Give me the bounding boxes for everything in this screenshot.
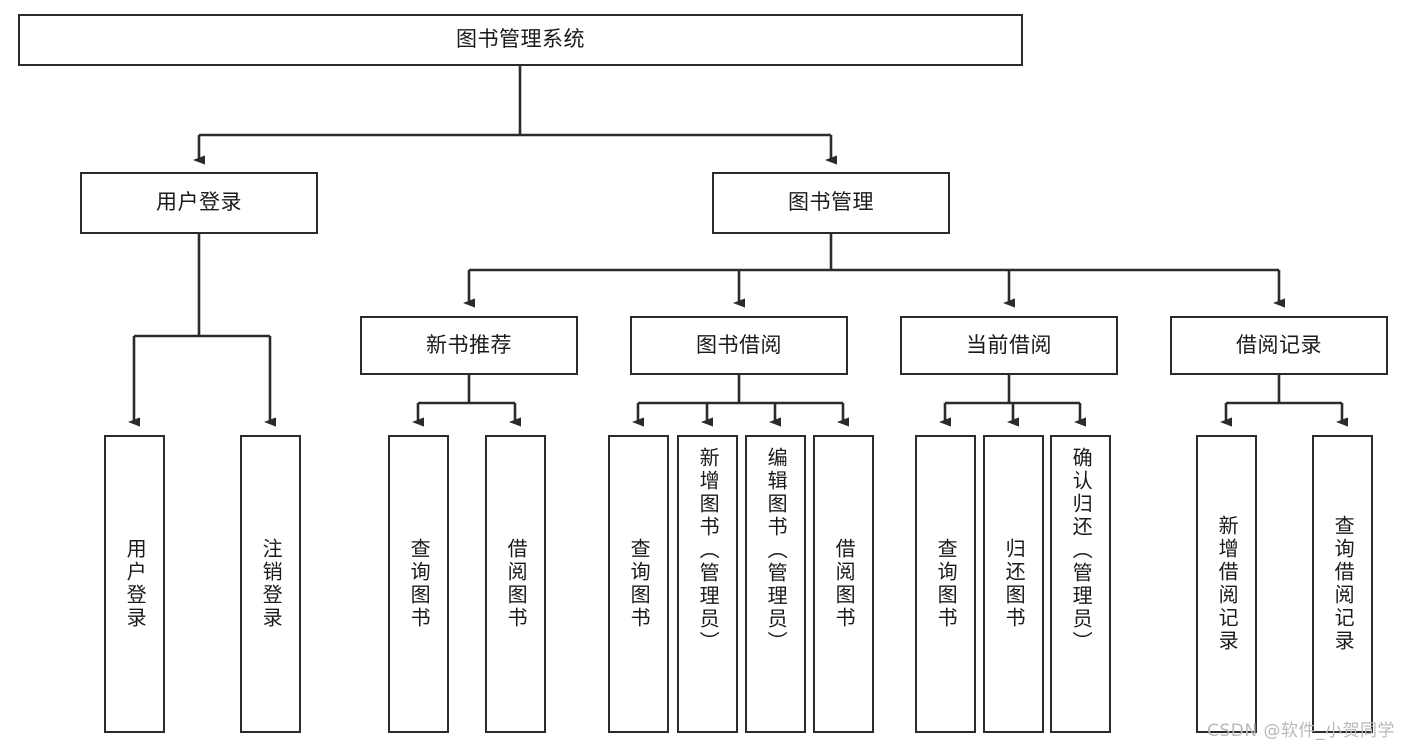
node-label: 借阅图书 (832, 538, 857, 630)
node-label: 用户登录 (156, 190, 242, 215)
node-label: 查询图书 (407, 538, 432, 630)
leaf-record-query-record[interactable]: 查询借阅记录 (1312, 435, 1373, 733)
node-label: 用户登录 (123, 538, 148, 630)
node-label: 查询图书 (934, 538, 959, 630)
node-label: 归还图书 (1002, 538, 1027, 630)
node-label: 新增借阅记录 (1215, 515, 1240, 653)
leaf-borrow-query-book[interactable]: 查询图书 (608, 435, 669, 733)
node-label: 查询借阅记录 (1331, 515, 1356, 653)
node-user-login[interactable]: 用户登录 (80, 172, 318, 234)
node-label: 图书管理系统 (456, 27, 585, 52)
leaf-user-login-signin[interactable]: 用户登录 (104, 435, 165, 733)
watermark-text: CSDN @软件_小贺同学 (1207, 721, 1395, 741)
leaf-current-confirm-return-admin[interactable]: 确认归还（管理员） (1050, 435, 1111, 733)
leaf-borrow-add-book-admin[interactable]: 新增图书（管理员） (677, 435, 738, 733)
node-label: 确认归还（管理员） (1069, 447, 1094, 654)
node-label: 图书借阅 (696, 332, 782, 357)
node-label: 借阅记录 (1236, 332, 1322, 357)
node-book-borrow[interactable]: 图书借阅 (630, 316, 848, 375)
node-label: 新增图书（管理员） (696, 447, 721, 654)
node-label: 新书推荐 (426, 332, 512, 357)
node-label: 查询图书 (627, 538, 652, 630)
node-label: 编辑图书（管理员） (764, 447, 789, 654)
leaf-current-return-book[interactable]: 归还图书 (983, 435, 1044, 733)
node-label: 注销登录 (259, 538, 284, 630)
node-label: 图书管理 (788, 190, 874, 215)
node-label: 借阅图书 (504, 538, 529, 630)
leaf-borrow-borrow-book[interactable]: 借阅图书 (813, 435, 874, 733)
leaf-new-book-query[interactable]: 查询图书 (388, 435, 449, 733)
leaf-user-login-signout[interactable]: 注销登录 (240, 435, 301, 733)
node-borrow-record[interactable]: 借阅记录 (1170, 316, 1388, 375)
leaf-borrow-edit-book-admin[interactable]: 编辑图书（管理员） (745, 435, 806, 733)
node-label: 当前借阅 (966, 332, 1052, 357)
leaf-current-query-book[interactable]: 查询图书 (915, 435, 976, 733)
node-root-system[interactable]: 图书管理系统 (18, 14, 1023, 66)
node-current-borrow[interactable]: 当前借阅 (900, 316, 1118, 375)
leaf-new-book-borrow[interactable]: 借阅图书 (485, 435, 546, 733)
node-book-management[interactable]: 图书管理 (712, 172, 950, 234)
leaf-record-add-record[interactable]: 新增借阅记录 (1196, 435, 1257, 733)
node-new-book-recommend[interactable]: 新书推荐 (360, 316, 578, 375)
